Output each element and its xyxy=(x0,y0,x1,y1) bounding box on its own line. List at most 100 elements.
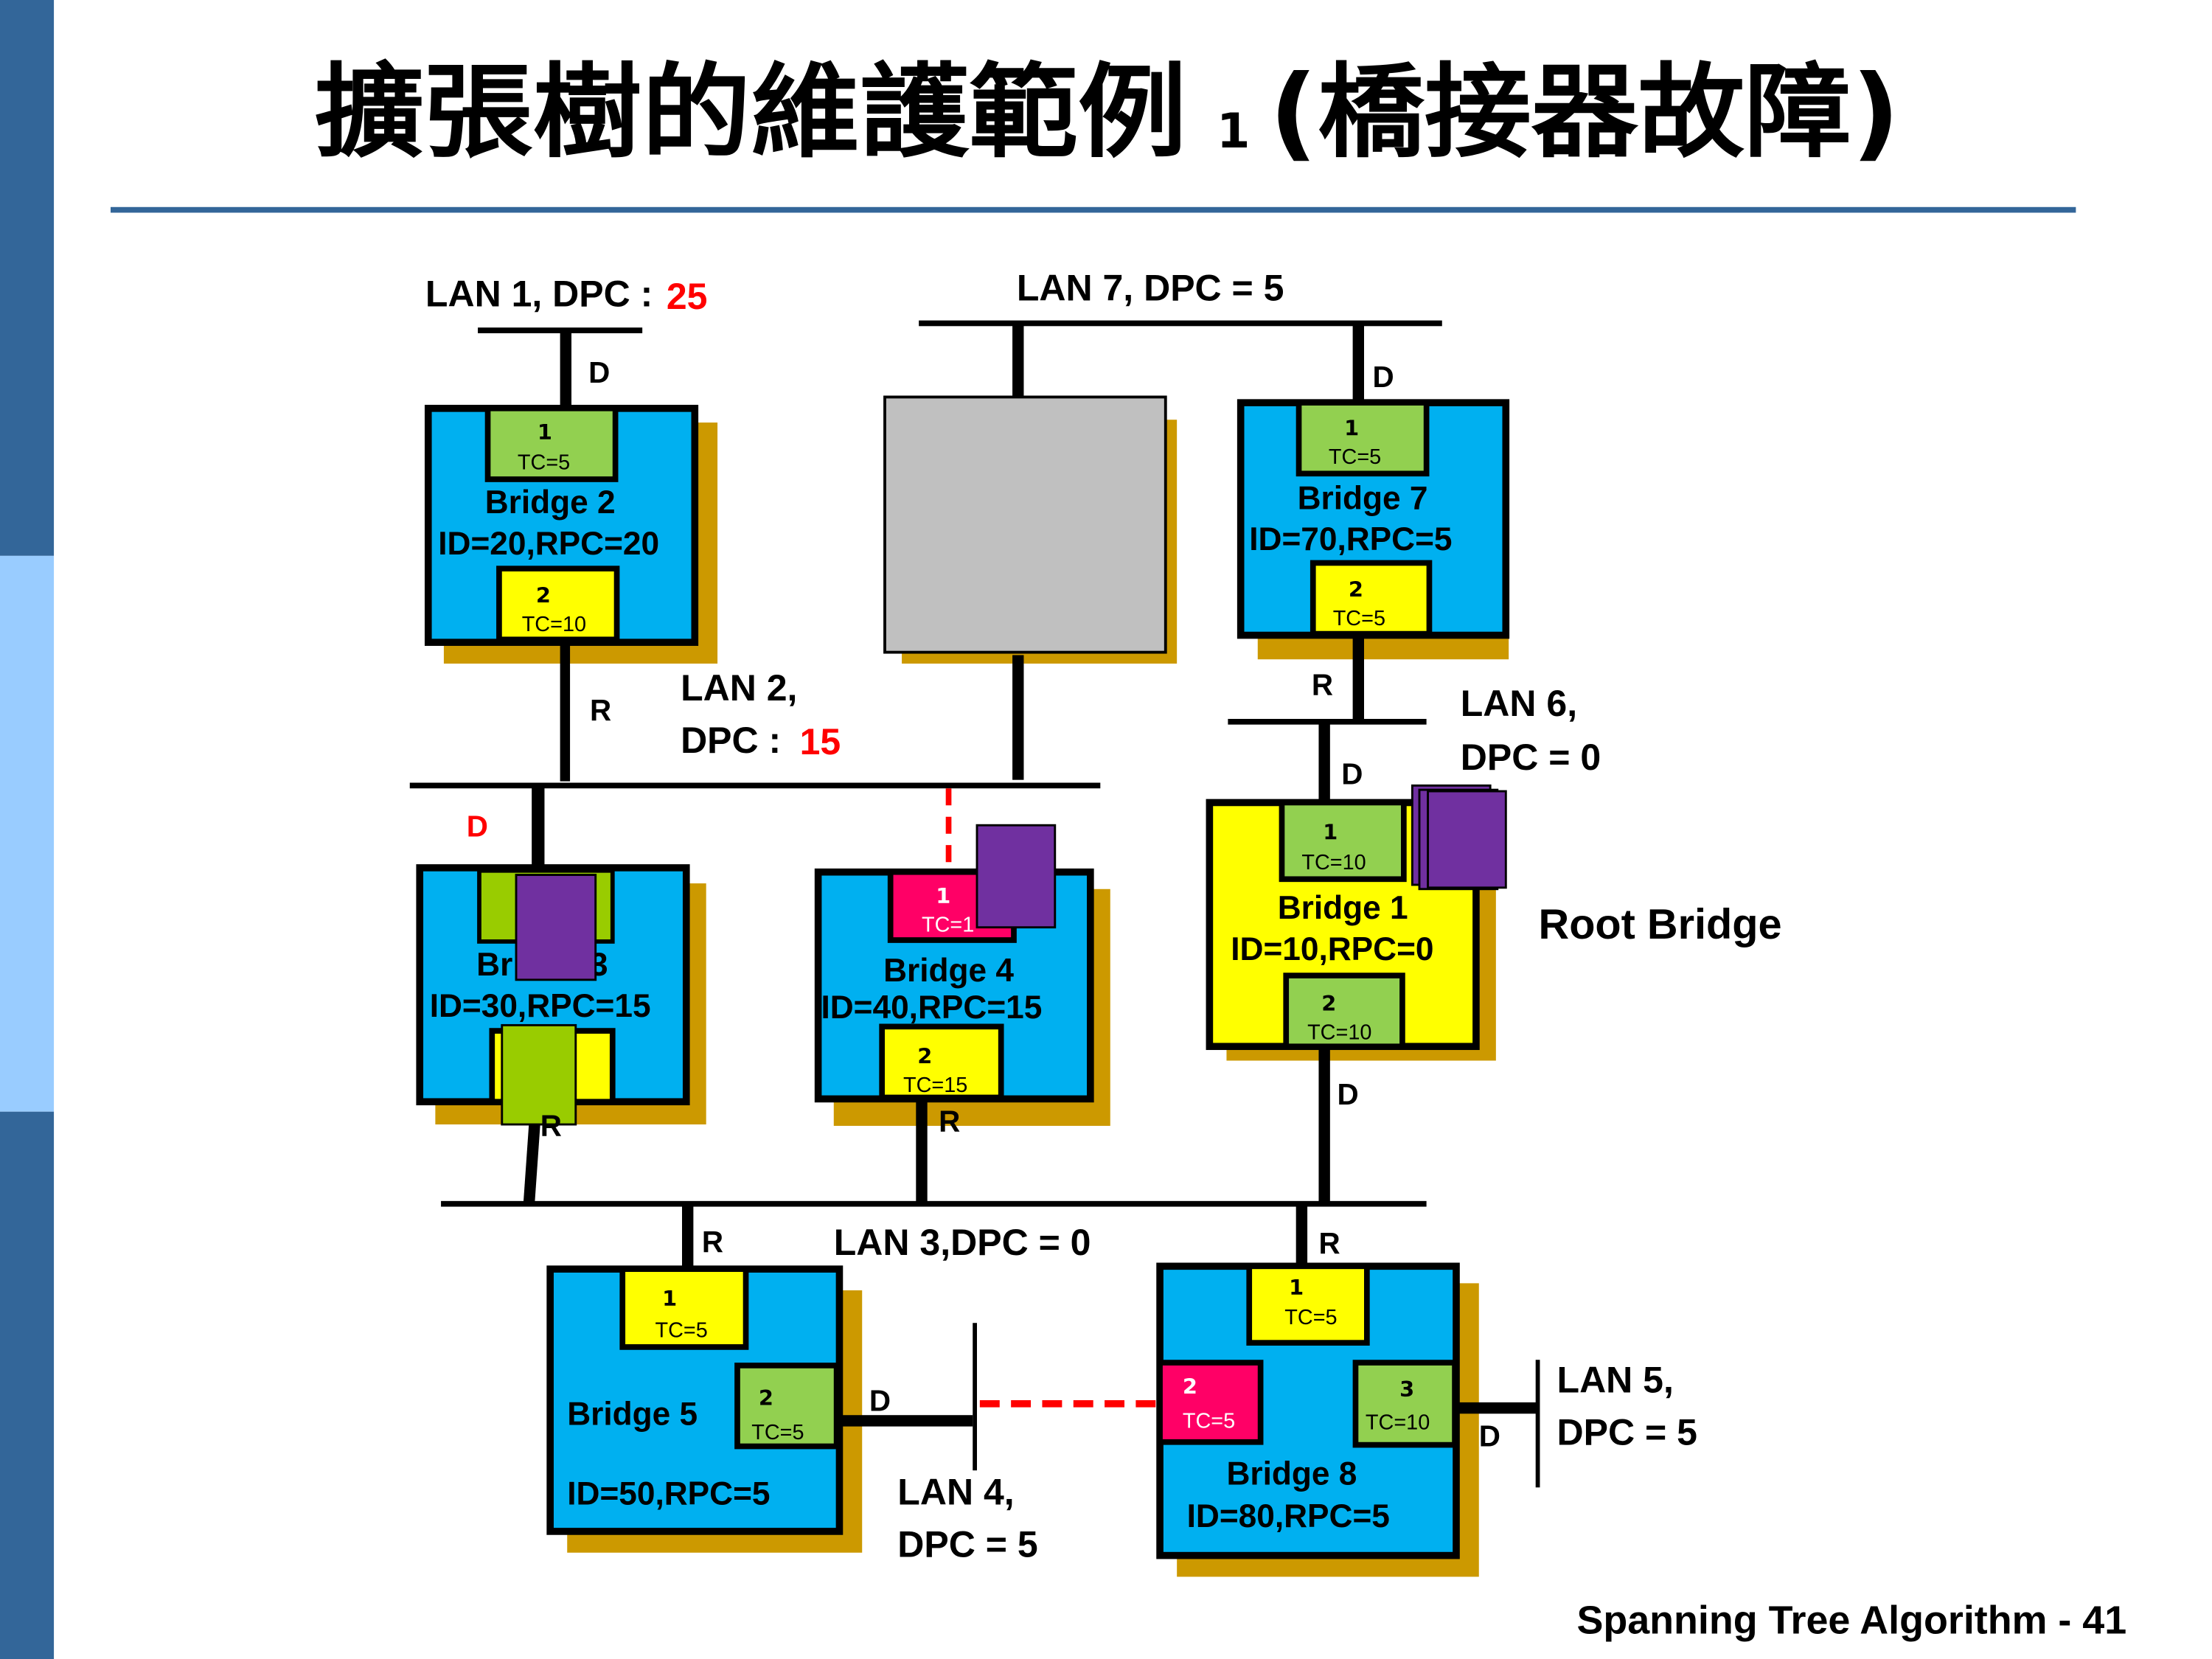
port-role-label: D xyxy=(1337,1077,1358,1111)
port-cost: TC=5 xyxy=(1284,1306,1337,1329)
lan-3: LAN 3,DPC = 0 xyxy=(441,1200,1427,1263)
failed-bridge[interactable] xyxy=(883,395,1178,664)
bridge-name: Bridge 2 xyxy=(485,484,616,521)
port-cost: TC=5 xyxy=(1183,1410,1235,1433)
port-2[interactable] xyxy=(734,1363,840,1450)
port-2[interactable] xyxy=(1310,560,1433,637)
title-rule xyxy=(111,206,2076,213)
port-number: 2 xyxy=(1349,577,1363,602)
port-1[interactable] xyxy=(484,406,619,482)
link-bridge1-lan3 xyxy=(1318,1049,1330,1206)
title-main: 擴張樹的維護範例 xyxy=(315,52,1187,172)
port-number: 2 xyxy=(1183,1374,1197,1399)
port-2[interactable] xyxy=(496,566,620,643)
port-cost: TC=15 xyxy=(903,1074,967,1097)
title-subtitle: (橋接器故障) xyxy=(1269,52,1900,172)
lan-4-segment xyxy=(973,1323,977,1471)
port-number: 2 xyxy=(536,582,551,608)
bridge-name: Bridge 7 xyxy=(1298,480,1428,516)
port-role-label: D xyxy=(869,1383,891,1417)
lan-2-dpc: 15 xyxy=(800,721,841,762)
bridge-name-partial: Br xyxy=(476,947,512,983)
lan-7-label: LAN 7, DPC = 5 xyxy=(1017,268,1284,309)
link-bridge2-lan2 xyxy=(560,645,571,782)
sidebar-bar-top xyxy=(0,0,55,556)
link-bridge7-lan6 xyxy=(1352,638,1364,720)
port-3[interactable] xyxy=(1352,1360,1458,1448)
bridge-id: ID=70,RPC=5 xyxy=(1249,521,1452,557)
port-1[interactable] xyxy=(1246,1263,1370,1346)
port-number: 1 xyxy=(1344,415,1359,440)
lan-2-segment xyxy=(409,782,1101,789)
port-2[interactable] xyxy=(1283,973,1405,1050)
bridge-7[interactable]: 1 TC=5 Bridge 7 ID=70,RPC=5 2 TC=5 xyxy=(1237,399,1510,660)
port-number: 1 xyxy=(1323,819,1338,844)
link-bridge4-lan3 xyxy=(916,1102,928,1204)
bridge-name: Bridge 1 xyxy=(1278,890,1408,926)
lan-2-label-line1: LAN 2, xyxy=(681,667,797,709)
port-number: 1 xyxy=(1289,1275,1304,1300)
failed-bridge-body xyxy=(883,395,1167,654)
bpdu-card-stack xyxy=(1427,790,1507,889)
link-bridge5-lan4 xyxy=(839,1415,973,1427)
port-number: 1 xyxy=(936,883,950,908)
port-cost: TC=10 xyxy=(522,613,586,636)
port-role-label: R xyxy=(590,693,611,727)
lan-6-label-line2: DPC = 0 xyxy=(1461,737,1601,778)
bridge-2[interactable]: 1 TC=5 Bridge 2 ID=20,RPC=20 2 TC=10 xyxy=(424,405,718,664)
bridge-4[interactable]: 1 TC=1 Bridge 4 ID=40,RPC=15 2 TC=15 xyxy=(814,824,1110,1126)
port-cost: TC=10 xyxy=(1307,1021,1371,1045)
port-role-label: R xyxy=(1318,1226,1340,1260)
lan-5: LAN 5, DPC = 5 xyxy=(1535,1359,1697,1488)
bridge-id: ID=20,RPC=20 xyxy=(438,526,659,562)
port-cost: TC=10 xyxy=(1301,851,1366,874)
sidebar-bar-middle xyxy=(0,555,55,1112)
lan-5-label-line1: LAN 5, xyxy=(1557,1359,1674,1400)
port-number: 3 xyxy=(1399,1377,1414,1402)
bridge-id: ID=80,RPC=5 xyxy=(1187,1498,1390,1534)
port-number: 2 xyxy=(1321,991,1336,1016)
port-role-label-new-designated: D xyxy=(467,810,488,844)
link-lan2-bridge3 xyxy=(532,787,545,869)
bpdu-card-purple xyxy=(975,824,1057,929)
port-1[interactable] xyxy=(1295,400,1430,477)
link-failed-lan2 xyxy=(1012,655,1024,780)
link-lan6-bridge1 xyxy=(1318,721,1330,804)
link-lan7-failed xyxy=(1012,323,1024,397)
port-1[interactable] xyxy=(1279,799,1407,883)
bridge-id: ID=10,RPC=0 xyxy=(1231,931,1433,967)
bpdu-card-purple xyxy=(515,874,597,981)
port-cost: TC=5 xyxy=(655,1318,707,1342)
port-2[interactable] xyxy=(879,1023,1004,1101)
port-1[interactable] xyxy=(619,1266,749,1350)
lan-7-segment xyxy=(919,320,1442,327)
port-role-label: D xyxy=(1341,757,1363,790)
port-2-blocked[interactable] xyxy=(1157,1360,1264,1445)
lan-4-label-line2: DPC = 5 xyxy=(897,1524,1037,1565)
bridge-8[interactable]: 1 TC=5 2 TC=5 3 TC=10 Bridge 8 ID=80,RPC… xyxy=(1156,1262,1479,1577)
bpdu-card-lime xyxy=(501,1023,577,1126)
link-lan3-bridge8 xyxy=(1295,1205,1308,1268)
port-role-label: R xyxy=(1312,667,1333,701)
link-bridge8-lan5 xyxy=(1456,1402,1537,1414)
port-cost: TC=5 xyxy=(518,451,570,475)
lan-1-segment xyxy=(478,327,643,333)
link-bridge3-lan3 xyxy=(523,1124,540,1206)
lan-6-label-line1: LAN 6, xyxy=(1461,683,1577,724)
bridge-1-root[interactable]: 1 TC=10 Bridge 1 ID=10,RPC=0 2 TC=10 xyxy=(1206,784,1507,1061)
link-lan7-bridge7 xyxy=(1352,323,1364,403)
port-number: 2 xyxy=(759,1385,773,1411)
lan-7: LAN 7, DPC = 5 xyxy=(919,268,1442,327)
bridge-3[interactable]: Br 3 ID=30,RPC=15 5 xyxy=(416,864,706,1126)
lan-2: LAN 2, DPC : 15 xyxy=(409,667,1101,789)
bridge-5[interactable]: 1 TC=5 2 TC=5 Bridge 5 ID=50,RPC=5 xyxy=(546,1265,863,1553)
lan-1-label: LAN 1, DPC : xyxy=(425,273,653,314)
bridge-id: ID=40,RPC=15 xyxy=(821,990,1042,1026)
port-number: 1 xyxy=(538,420,552,445)
port-role-label: D xyxy=(1373,360,1394,394)
port-role-label: R xyxy=(939,1105,960,1138)
port-role-label: R xyxy=(702,1225,723,1259)
port-number: 1 xyxy=(662,1286,677,1311)
lan-3-segment xyxy=(441,1200,1427,1207)
